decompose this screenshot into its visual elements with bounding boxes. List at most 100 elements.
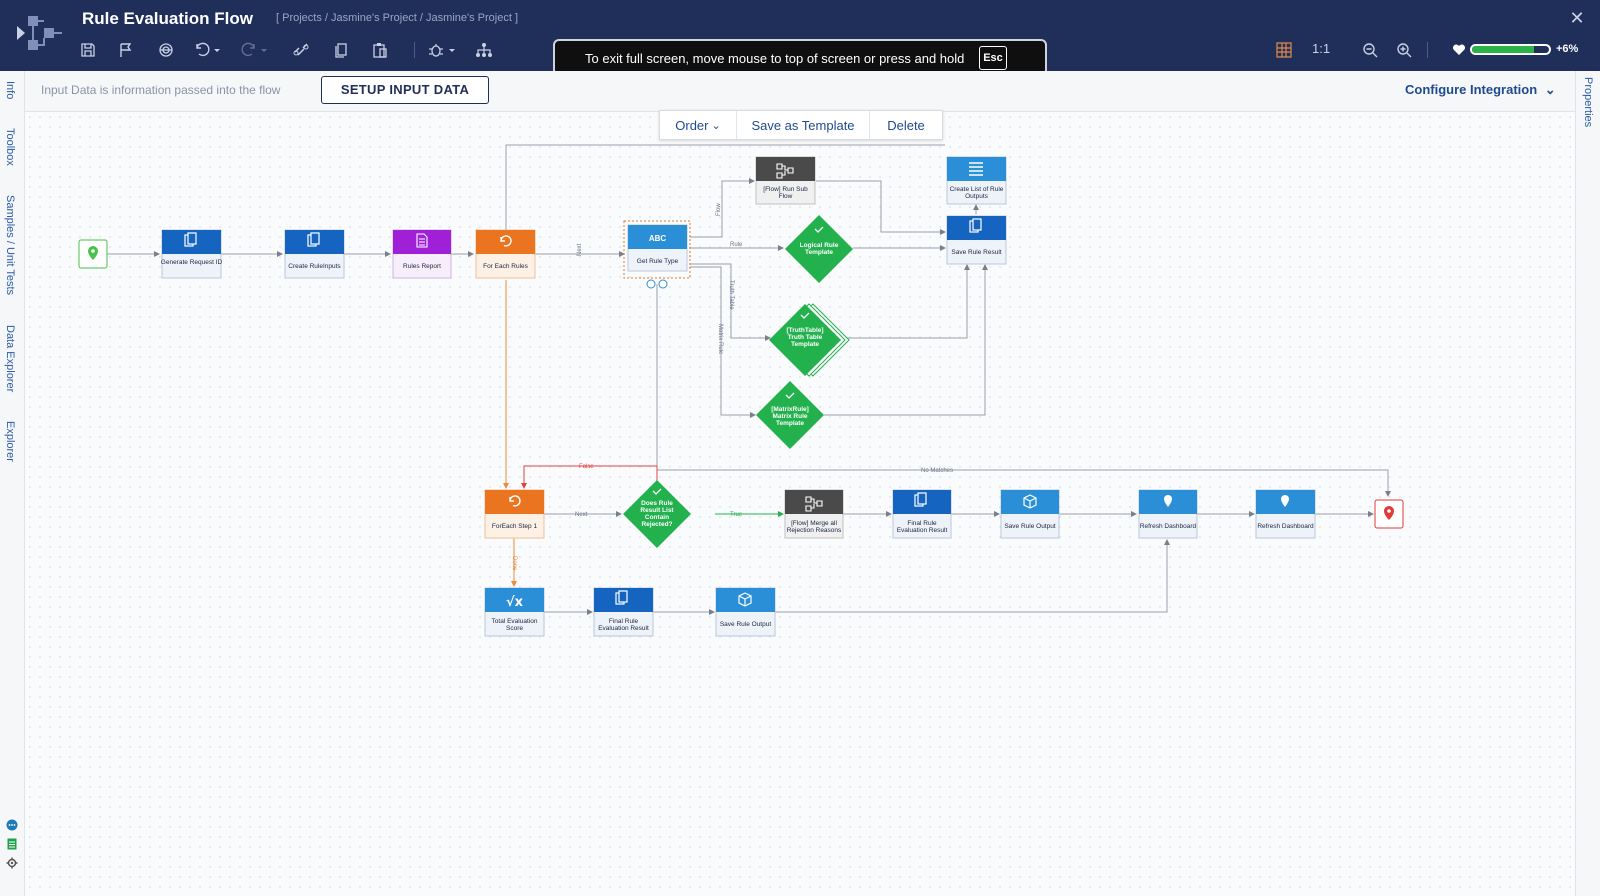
setup-input-data-button[interactable]: SETUP INPUT DATA (321, 76, 489, 104)
fingerprint-icon[interactable] (156, 39, 176, 61)
step-context-menu: Order ⌄ Save as Template Delete (659, 110, 943, 140)
flow-canvas[interactable]: Next Flow Rule Truth Table Matrix Rule N… (25, 112, 1575, 896)
sheet-icon[interactable] (6, 838, 18, 850)
debug-icon[interactable] (427, 39, 459, 61)
step-label: Create RuleInputs (288, 263, 341, 270)
step-foreach-step-1[interactable]: ForEach Step 1 (484, 489, 545, 539)
step-rules-report[interactable]: Rules Report (392, 229, 452, 279)
step-create-ruleinputs[interactable]: Create RuleInputs (284, 229, 345, 279)
flag-icon[interactable] (116, 39, 136, 61)
app-title: Rule Evaluation Flow (82, 9, 253, 28)
flow-diagram[interactable]: Next Flow Rule Truth Table Matrix Rule N… (25, 112, 1575, 896)
edge-label-next: Next (577, 243, 583, 256)
step-label: Save Rule Output (720, 621, 772, 628)
step-save-rule-output[interactable]: Save Rule Output (715, 587, 776, 637)
list-icon (969, 162, 983, 176)
configure-integration-label: Configure Integration (1405, 82, 1538, 97)
check-icon (814, 226, 824, 233)
end-node[interactable] (1374, 499, 1404, 529)
start-node[interactable] (78, 239, 108, 269)
order-label: Order (675, 117, 709, 133)
subflow-icon (776, 163, 794, 179)
step-label: Refresh Dashboard (1140, 523, 1197, 530)
zoom-out-icon[interactable] (1360, 39, 1380, 61)
health-progress-bar (1470, 44, 1551, 55)
esc-key-badge: Esc (979, 46, 1007, 70)
step-label: Refresh Dashboard (1257, 523, 1314, 530)
redo-icon[interactable] (240, 39, 270, 61)
breadcrumb[interactable]: [ Projects / Jasmine's Project / Jasmine… (276, 12, 518, 24)
step-label: For Each Rules (483, 263, 529, 270)
edge-label-flow: Flow (716, 203, 722, 216)
step-refresh-dashboard[interactable]: Refresh Dashboard (1255, 489, 1316, 539)
loop-icon (500, 235, 512, 247)
subflow-icon (805, 496, 823, 512)
step-save-rule-output[interactable]: Save Rule Output (1000, 489, 1060, 539)
settings-icon[interactable] (6, 857, 18, 869)
step-label-line: [Flow] Run Sub (763, 186, 808, 193)
step-label: Get Rule Type (637, 258, 679, 265)
tab-explorer[interactable]: Explorer (4, 421, 16, 462)
undo-icon[interactable] (193, 39, 223, 61)
delete-button[interactable]: Delete (887, 117, 925, 133)
step-for-each-rules[interactable]: For Each Rules (475, 229, 536, 279)
save-icon[interactable] (78, 39, 98, 61)
grid-icon[interactable] (1274, 39, 1294, 61)
step-label: Save Rule Output (1004, 523, 1056, 530)
fullscreen-message: To exit full screen, move mouse to top o… (585, 51, 965, 66)
zoom-reset-button[interactable]: 1:1 (1312, 41, 1331, 56)
edge-label-no-matches: No Matches (921, 468, 953, 474)
chat-icon[interactable] (6, 819, 18, 831)
zoom-in-icon[interactable] (1394, 39, 1414, 61)
edge-label-rule: Rule (730, 242, 743, 248)
step-label: ForEach Step 1 (492, 523, 538, 530)
location-pin-icon (88, 246, 98, 260)
close-icon[interactable]: ✕ (1569, 8, 1585, 28)
input-data-bar: Input Data is information passed into th… (25, 71, 1575, 112)
tab-data-explorer[interactable]: Data Explorer (4, 325, 16, 393)
input-data-description: Input Data is information passed into th… (41, 83, 281, 97)
save-as-template-button[interactable]: Save as Template (737, 111, 870, 139)
copy-icon[interactable] (331, 39, 351, 61)
cube-icon (738, 592, 752, 607)
paste-icon[interactable] (370, 39, 390, 61)
edge-label-matrix-rule: Matrix Rule (717, 324, 723, 355)
order-dropdown[interactable]: Order ⌄ (660, 111, 737, 139)
edge-label-false: False (579, 464, 594, 470)
hierarchy-icon[interactable] (474, 39, 494, 61)
check-icon (800, 312, 810, 319)
configure-integration-dropdown[interactable]: Configure Integration ⌄ (1405, 82, 1556, 98)
heart-icon (1452, 43, 1466, 61)
check-icon (652, 488, 662, 495)
step-refresh-dashboard[interactable]: Refresh Dashboard (1138, 489, 1198, 539)
link-icon[interactable] (291, 39, 311, 61)
tab-info[interactable]: Info (4, 81, 16, 100)
chevron-down-icon: ⌄ (1544, 82, 1556, 97)
info-icon[interactable] (646, 279, 656, 289)
tab-properties[interactable]: Properties (1582, 77, 1594, 128)
location-pin-icon (1281, 495, 1289, 507)
tab-samples-unit-tests[interactable]: Samples / Unit Tests (4, 195, 16, 296)
cube-icon (1023, 494, 1037, 509)
step-save-rule-result[interactable]: Save Rule Result (946, 215, 1007, 265)
left-rail: Info Toolbox Samples / Unit Tests Data E… (0, 71, 25, 896)
list-icon[interactable] (658, 279, 668, 289)
tab-toolbox[interactable]: Toolbox (4, 128, 16, 166)
step-generate-request-id[interactable]: Generate Request ID (161, 229, 223, 279)
step-get-rule-type[interactable]: ABC Get Rule Type (623, 220, 691, 289)
